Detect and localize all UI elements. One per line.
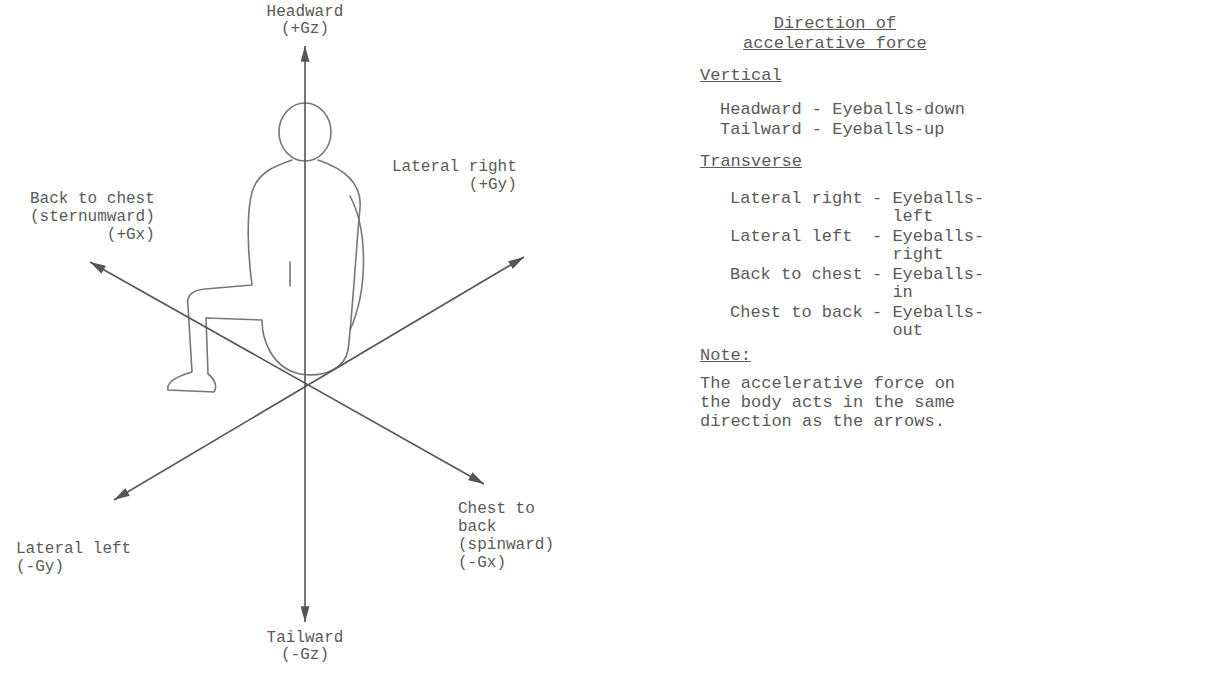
- torso-outline: [168, 160, 360, 392]
- direction-term: Lateral right: [730, 190, 863, 208]
- direction-term: Back to chest: [730, 266, 863, 284]
- hand-line: [289, 262, 291, 286]
- direction-entry: Tailward - Eyeballs-up: [720, 120, 944, 140]
- axis-label: Back to chest (sternumward) (+Gx): [30, 190, 155, 244]
- axis-label: Lateral left (-Gy): [16, 540, 141, 576]
- section-heading: Vertical: [700, 66, 782, 86]
- lateral-axis-arrow: [114, 257, 524, 500]
- note-text: The accelerative force on the body acts …: [700, 374, 967, 431]
- axis-label: Lateral right (+Gy): [392, 158, 517, 194]
- eyeballs-term: - Eyeballs-right: [872, 228, 996, 264]
- eyeballs-term: - Eyeballs-out: [872, 304, 996, 340]
- direction-entry: Headward - Eyeballs-down: [720, 100, 965, 120]
- vertical-axis-arrow: [304, 46, 306, 622]
- eyeballs-term: - Eyeballs-left: [872, 190, 996, 226]
- axis-label: Headward (+Gz): [257, 4, 353, 38]
- direction-term: Chest to back: [730, 304, 863, 322]
- eyeballs-term: - Eyeballs-in: [872, 266, 996, 302]
- section-heading: Transverse: [700, 152, 802, 172]
- note-heading: Note:: [700, 346, 751, 366]
- sagittal-axis-arrow: [90, 262, 484, 484]
- axis-label: Chest to back (spinward) (-Gx): [458, 500, 554, 572]
- panel-title: Direction of accelerative force: [738, 14, 932, 54]
- direction-term: Lateral left: [730, 228, 852, 246]
- arm-outline: [350, 196, 364, 330]
- axis-label: Tailward (-Gz): [257, 630, 353, 664]
